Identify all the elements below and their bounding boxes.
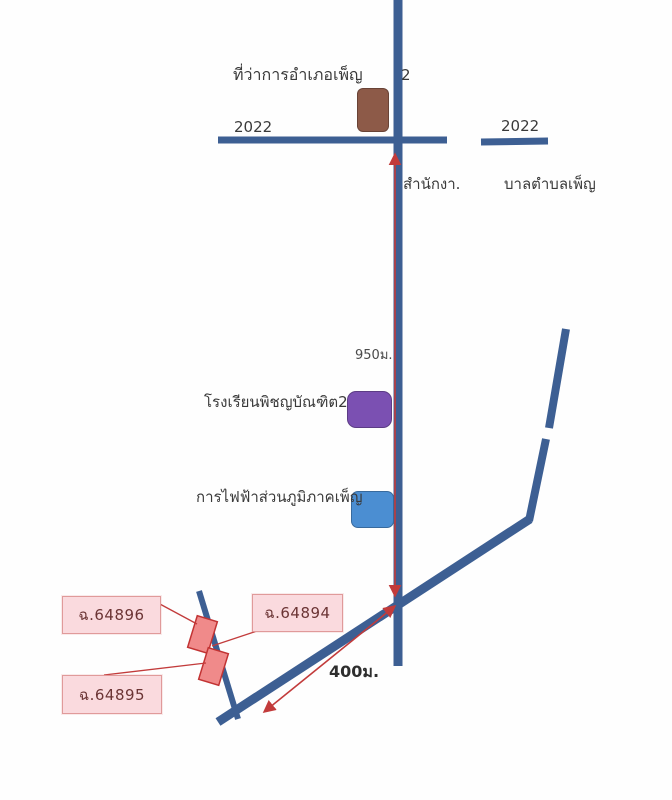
distance-400m-label: 400ม.: [329, 662, 380, 681]
school-label: โรงเรียนพิชญบัณฑิต2: [204, 393, 348, 411]
route-digit-label: 2: [401, 66, 411, 84]
municipality-label-left: สำนักงา.: [403, 175, 461, 193]
district-office-building: [357, 88, 389, 132]
leader-line-64895: [103, 662, 207, 676]
highway-2022-east: [480, 137, 549, 146]
electricity-office-building: [351, 491, 394, 528]
district-office-label: ที่ว่าการอำเภอเพ็ญ: [233, 65, 363, 84]
parcel-label-box-64895: ฉ.64895: [62, 675, 162, 714]
parcel-label-64895: ฉ.64895: [78, 685, 146, 704]
distance-950m-label: 950ม.: [355, 348, 393, 363]
municipality-label-right: บาลตำบลเพ็ญ: [504, 175, 596, 193]
route-2022-east-label: 2022: [501, 117, 540, 135]
route-2022-west-label: 2022: [234, 118, 273, 136]
parcel-label-64894: ฉ.64894: [264, 604, 331, 622]
parcel-plot-1: [186, 614, 219, 655]
bypass-road-mid: [525, 438, 550, 522]
leader-line-64896: [157, 602, 198, 625]
parcel-label-64896: ฉ.64896: [78, 606, 145, 624]
distance-arrow-diagonal: [262, 604, 397, 714]
parcel-label-box-64896: ฉ.64896: [62, 596, 161, 634]
bypass-road-upper: [545, 328, 570, 429]
school-building: [347, 391, 392, 428]
parcel-label-box-64894: ฉ.64894: [252, 594, 343, 632]
electricity-office-label: การไฟฟ้าส่วนภูมิภาคเพ็ญ: [196, 488, 363, 506]
